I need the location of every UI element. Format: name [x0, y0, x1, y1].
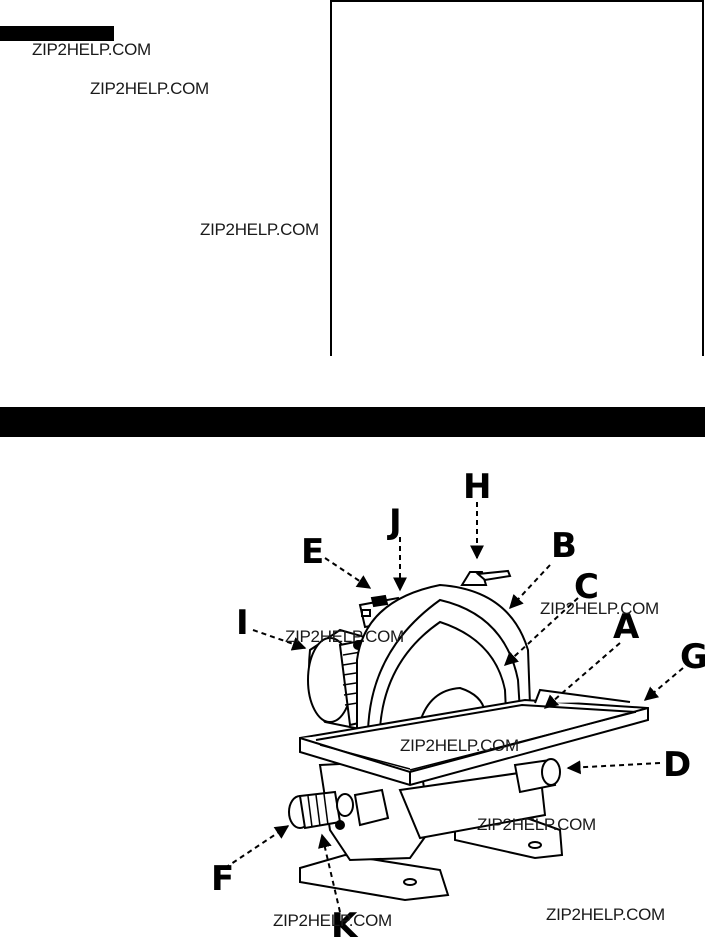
arrow-I	[252, 629, 307, 651]
arrow-C	[503, 597, 579, 666]
watermark-2: ZIP2HELP.COM	[90, 79, 209, 98]
dust-port	[513, 758, 561, 794]
box-top-border	[330, 0, 704, 2]
arrow-E	[324, 557, 372, 589]
label-C: C	[574, 567, 599, 607]
box-left-border	[330, 0, 332, 356]
watermark-4: ZIP2HELP.COM	[540, 599, 659, 618]
watermark-6: ZIP2HELP.COM	[400, 736, 519, 755]
label-A: A	[613, 607, 640, 647]
watermark-1: ZIP2HELP.COM	[32, 40, 151, 59]
label-D: D	[663, 745, 691, 785]
section-header-band	[0, 407, 705, 437]
base	[299, 810, 564, 902]
header-tab	[0, 26, 114, 41]
label-I: I	[236, 603, 249, 643]
sander-diagram: H J E B C I A G D F K	[211, 467, 705, 939]
label-H: H	[463, 467, 491, 507]
arrow-K	[318, 833, 341, 913]
work-table	[299, 688, 649, 787]
label-B: B	[551, 526, 577, 566]
callout-arrows	[224, 502, 684, 913]
top-clamp	[460, 569, 512, 586]
label-E: E	[301, 532, 324, 572]
disc-guard	[356, 583, 532, 737]
arrow-D	[566, 760, 661, 775]
tilt-knob	[288, 788, 390, 830]
arrow-F	[224, 825, 290, 869]
watermark-3: ZIP2HELP.COM	[200, 220, 319, 239]
watermark-7: ZIP2HELP.COM	[477, 815, 596, 834]
watermark-5: ZIP2HELP.COM	[285, 627, 404, 646]
arrow-G	[643, 667, 684, 701]
label-G: G	[680, 637, 705, 677]
label-F: F	[211, 859, 234, 899]
arrow-A	[543, 642, 621, 709]
watermark-8: ZIP2HELP.COM	[273, 911, 392, 930]
label-J: J	[387, 502, 402, 542]
watermark-9: ZIP2HELP.COM	[546, 905, 665, 924]
box-right-border	[702, 0, 704, 356]
arrow-B	[509, 564, 551, 610]
label-K: K	[331, 906, 359, 939]
